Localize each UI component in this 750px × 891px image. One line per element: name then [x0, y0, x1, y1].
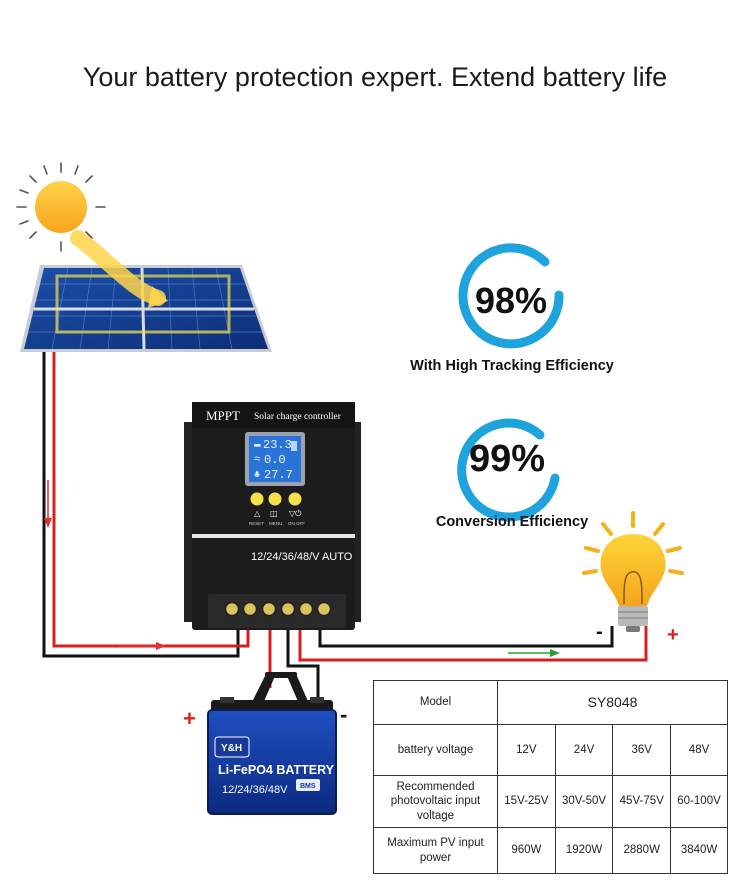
menu-button[interactable]: [268, 492, 282, 506]
svg-text:▽⏻: ▽⏻: [289, 509, 302, 518]
tracking-ring: [458, 243, 564, 349]
tracking-value: 98%: [475, 280, 547, 321]
svg-text:◫: ◫: [270, 509, 278, 518]
tracking-label: With High Tracking Efficiency: [410, 358, 614, 374]
headline: Your battery protection expert. Extend b…: [82, 62, 668, 92]
load-plus: +: [667, 624, 679, 646]
model-label: Model: [373, 680, 498, 725]
battery-minus: -: [340, 702, 347, 727]
terminal-block: [224, 601, 332, 617]
solar-panel: [20, 230, 272, 352]
table-cell: 48V: [670, 724, 728, 776]
lcd-line-1: 23.3: [263, 438, 292, 452]
battery-icon: Y&H Li-FePO4 BATTERY 12/24/36/48V BMS: [207, 672, 337, 815]
table-row: Maximum PV input power 960W 1920W 2880W …: [373, 827, 728, 874]
menu-label: MENU: [269, 521, 282, 526]
table-row: Recommended photovoltaic input voltage 1…: [373, 775, 728, 828]
wires: [42, 352, 648, 700]
svg-text:▬: ▬: [254, 439, 261, 451]
onoff-label: ON OFF: [288, 521, 305, 526]
conversion-ring: [457, 418, 560, 522]
conversion-label: Conversion Efficiency: [436, 514, 588, 530]
table-cell: 15V-25V: [497, 775, 556, 828]
row-label: Recommended photovoltaic input voltage: [373, 775, 498, 828]
spec-table: Model SY8048 battery voltage 12V 24V 36V…: [373, 680, 728, 874]
controller-brand: MPPT: [206, 408, 240, 423]
reset-button[interactable]: [250, 492, 264, 506]
row-label: Maximum PV input power: [373, 827, 498, 874]
svg-text:△: △: [254, 509, 261, 518]
svg-text:≈: ≈: [254, 454, 261, 466]
tracking-efficiency-stat: 98% With High Tracking Efficiency: [410, 243, 614, 374]
table-cell: 24V: [554, 724, 614, 776]
controller-voltage-label: 12/24/36/48/V AUTO: [251, 551, 353, 563]
lcd-line-3: 27.7: [264, 468, 293, 482]
table-cell: 1920W: [554, 827, 614, 874]
controller-title: Solar charge controller: [254, 412, 342, 422]
charge-controller: MPPT Solar charge controller ▬ 23.3 ≈ 0.…: [184, 402, 361, 630]
load-minus: -: [596, 621, 603, 643]
table-row: Model SY8048: [373, 680, 728, 725]
model-value: SY8048: [497, 680, 728, 725]
battery-plus: +: [183, 706, 196, 731]
table-cell: 12V: [497, 724, 556, 776]
lcd-line-2: 0.0: [264, 453, 286, 467]
battery-type: Li-FePO4 BATTERY: [218, 763, 335, 777]
light-bulb-icon: [582, 511, 684, 632]
row-label: battery voltage: [373, 724, 498, 776]
conversion-value: 99%: [469, 438, 545, 480]
table-cell: 2880W: [612, 827, 672, 874]
table-cell: 960W: [497, 827, 556, 874]
reset-label: RESET: [249, 521, 264, 526]
table-cell: 36V: [612, 724, 672, 776]
onoff-button[interactable]: [288, 492, 302, 506]
battery-bms: BMS: [300, 783, 316, 790]
svg-text:♣: ♣: [254, 470, 260, 481]
table-cell: 60-100V: [670, 775, 728, 828]
sun-icon: [16, 162, 106, 252]
table-cell: 45V-75V: [612, 775, 672, 828]
battery-brand: Y&H: [221, 743, 242, 754]
table-row: battery voltage 12V 24V 36V 48V: [373, 724, 728, 776]
table-cell: 30V-50V: [554, 775, 614, 828]
battery-voltage: 12/24/36/48V: [222, 784, 288, 796]
conversion-efficiency-stat: 99% Conversion Efficiency: [436, 418, 588, 530]
table-cell: 3840W: [670, 827, 728, 874]
